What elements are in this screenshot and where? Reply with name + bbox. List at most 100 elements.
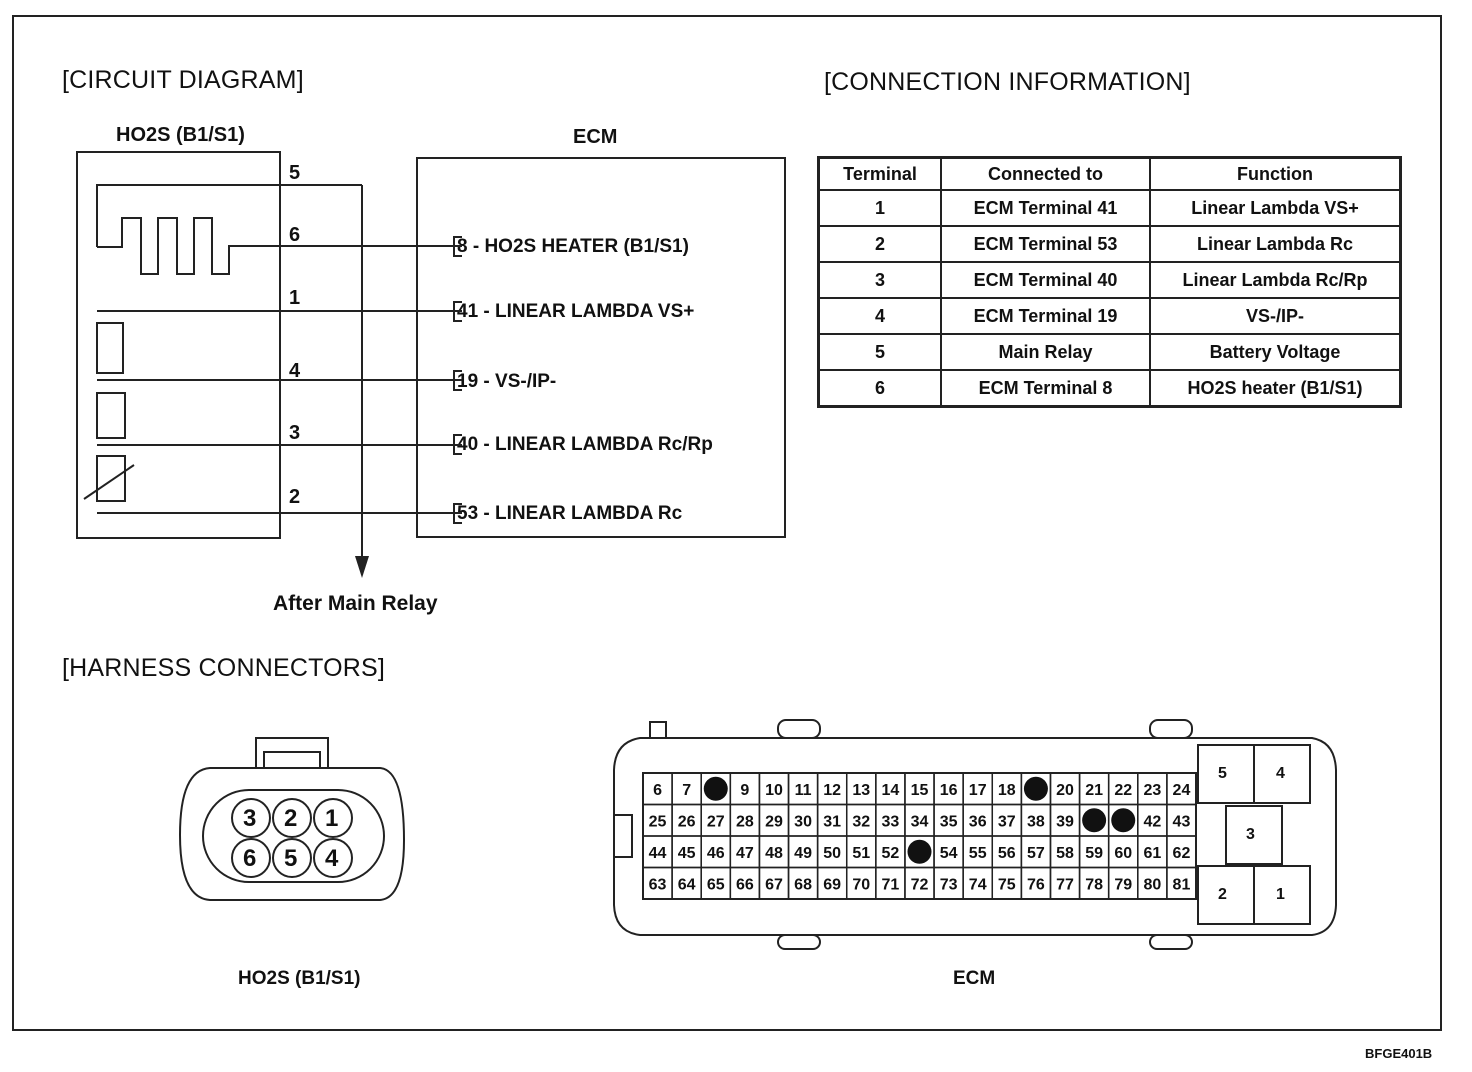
ecm-terminal-number: 59 bbox=[1085, 845, 1103, 862]
ho2s-sensor-box bbox=[76, 151, 281, 539]
ecm-terminal-number: 56 bbox=[998, 845, 1016, 862]
after-main-relay-label: After Main Relay bbox=[273, 592, 438, 615]
table-row: 5 Main Relay Battery Voltage bbox=[817, 333, 1402, 371]
ecm-terminal-number: 31 bbox=[823, 813, 841, 830]
ecm-terminal-number: 42 bbox=[1143, 813, 1161, 830]
ecm-terminal-number: 68 bbox=[794, 876, 812, 893]
ecm-terminal-number: 57 bbox=[1027, 845, 1045, 862]
ecm-terminal-number: 46 bbox=[707, 845, 725, 862]
function-cell: Battery Voltage bbox=[1149, 333, 1402, 371]
connected-to-cell: ECM Terminal 19 bbox=[940, 297, 1151, 335]
circuit-diagram-heading: [CIRCUIT DIAGRAM] bbox=[62, 66, 304, 94]
ho2s-pin-circle bbox=[272, 838, 312, 878]
ecm-terminal-number: 21 bbox=[1085, 782, 1103, 799]
ecm-pin-19-label: 19 - VS-/IP- bbox=[457, 371, 557, 392]
ecm-terminal-plug bbox=[703, 776, 728, 801]
ecm-terminal-number: 79 bbox=[1114, 876, 1132, 893]
ecm-terminal-number: 9 bbox=[740, 782, 749, 799]
ecm-terminal-number: 70 bbox=[852, 876, 870, 893]
ecm-terminal-number: 34 bbox=[911, 813, 929, 830]
ecm-terminal-number: 10 bbox=[765, 782, 783, 799]
table-header-row: Terminal Connected to Function bbox=[817, 156, 1402, 191]
ecm-terminal-number: 14 bbox=[881, 782, 899, 799]
ecm-terminal-number: 76 bbox=[1027, 876, 1045, 893]
pin-bracket bbox=[453, 236, 462, 257]
connection-table: Terminal Connected to Function 1 ECM Ter… bbox=[817, 156, 1402, 408]
ecm-big-pin-1: 1 bbox=[1276, 886, 1285, 903]
ecm-terminal-number: 69 bbox=[823, 876, 841, 893]
ecm-terminal-number: 78 bbox=[1085, 876, 1103, 893]
ecm-terminal-number: 36 bbox=[969, 813, 987, 830]
connected-to-cell: ECM Terminal 40 bbox=[940, 261, 1151, 299]
ecm-terminal-number: 62 bbox=[1173, 845, 1191, 862]
diagram-frame bbox=[12, 15, 1442, 1031]
ecm-terminal-number: 61 bbox=[1143, 845, 1161, 862]
ecm-terminal-number: 39 bbox=[1056, 813, 1074, 830]
ecm-big-pin-4: 4 bbox=[1276, 765, 1285, 782]
ecm-terminal-plug bbox=[1111, 808, 1136, 833]
ecm-terminal-number: 33 bbox=[881, 813, 899, 830]
connected-to-cell: ECM Terminal 41 bbox=[940, 189, 1151, 227]
header-terminal: Terminal bbox=[817, 156, 942, 191]
ho2s-pin-circle bbox=[313, 838, 353, 878]
function-cell: Linear Lambda Rc bbox=[1149, 225, 1402, 263]
ho2s-pin-6: 6 bbox=[243, 845, 257, 872]
ecm-terminal-number: 72 bbox=[911, 876, 929, 893]
ecm-terminal-number: 44 bbox=[649, 845, 667, 862]
wire-number-4: 4 bbox=[289, 360, 301, 382]
ecm-terminal-number: 11 bbox=[795, 782, 812, 799]
ecm-terminal-number: 74 bbox=[969, 876, 987, 893]
table-row: 6 ECM Terminal 8 HO2S heater (B1/S1) bbox=[817, 369, 1402, 408]
ho2s-pin-4: 4 bbox=[325, 845, 339, 872]
ecm-terminal-number: 81 bbox=[1173, 876, 1191, 893]
function-cell: Linear Lambda Rc/Rp bbox=[1149, 261, 1402, 299]
function-cell: VS-/IP- bbox=[1149, 297, 1402, 335]
cell-element bbox=[96, 455, 126, 502]
wire-number-5: 5 bbox=[289, 162, 301, 184]
ecm-terminal-number: 50 bbox=[823, 845, 841, 862]
terminal-cell: 1 bbox=[817, 189, 942, 227]
wire-5 bbox=[96, 184, 362, 247]
ho2s-pin-1: 1 bbox=[325, 805, 339, 832]
ecm-terminal-number: 32 bbox=[852, 813, 870, 830]
ecm-big-pin-2: 2 bbox=[1218, 886, 1227, 903]
ho2s-pin-circle bbox=[231, 838, 271, 878]
ecm-big-pin-3: 3 bbox=[1246, 826, 1255, 843]
wire-number-1: 1 bbox=[289, 287, 301, 309]
terminal-cell: 5 bbox=[817, 333, 942, 371]
ecm-terminal-number: 60 bbox=[1114, 845, 1132, 862]
wire-number-2: 2 bbox=[289, 486, 301, 508]
ecm-terminal-number: 47 bbox=[736, 845, 754, 862]
ecm-terminal-number: 58 bbox=[1056, 845, 1074, 862]
ecm-terminal-number: 28 bbox=[736, 813, 754, 830]
pin-bracket bbox=[453, 301, 462, 322]
ecm-big-pin-5: 5 bbox=[1218, 765, 1227, 782]
ecm-terminal-number: 20 bbox=[1056, 782, 1074, 799]
ecm-terminal-number: 22 bbox=[1114, 782, 1132, 799]
ecm-terminal-number: 51 bbox=[852, 845, 870, 862]
connection-info-heading: [CONNECTION INFORMATION] bbox=[824, 68, 1191, 96]
pin-bracket bbox=[453, 434, 462, 455]
ecm-connector-label: ECM bbox=[953, 968, 996, 989]
cell-element bbox=[96, 322, 124, 374]
table-row: 1 ECM Terminal 41 Linear Lambda VS+ bbox=[817, 189, 1402, 227]
header-function: Function bbox=[1149, 156, 1402, 191]
ecm-terminal-cell bbox=[1166, 866, 1197, 900]
ecm-terminal-plug bbox=[1082, 808, 1107, 833]
connected-to-cell: ECM Terminal 8 bbox=[940, 369, 1151, 408]
ho2s-pin-3: 3 bbox=[243, 805, 257, 832]
ecm-terminal-number: 29 bbox=[765, 813, 783, 830]
ho2s-connector-label: HO2S (B1/S1) bbox=[238, 968, 361, 989]
ho2s-connector bbox=[178, 737, 406, 901]
wire-number-6: 6 bbox=[289, 224, 301, 246]
ecm-terminal-number: 80 bbox=[1143, 876, 1161, 893]
ho2s-pin-circle bbox=[272, 798, 312, 838]
ecm-terminal-number: 15 bbox=[911, 782, 929, 799]
ecm-pin-8-label: 8 - HO2S HEATER (B1/S1) bbox=[457, 236, 689, 257]
ho2s-pin-5: 5 bbox=[284, 845, 298, 872]
ecm-terminal-number: 12 bbox=[823, 782, 841, 799]
terminal-cell: 2 bbox=[817, 225, 942, 263]
ecm-terminal-number: 48 bbox=[765, 845, 783, 862]
ecm-terminal-number: 27 bbox=[707, 813, 725, 830]
